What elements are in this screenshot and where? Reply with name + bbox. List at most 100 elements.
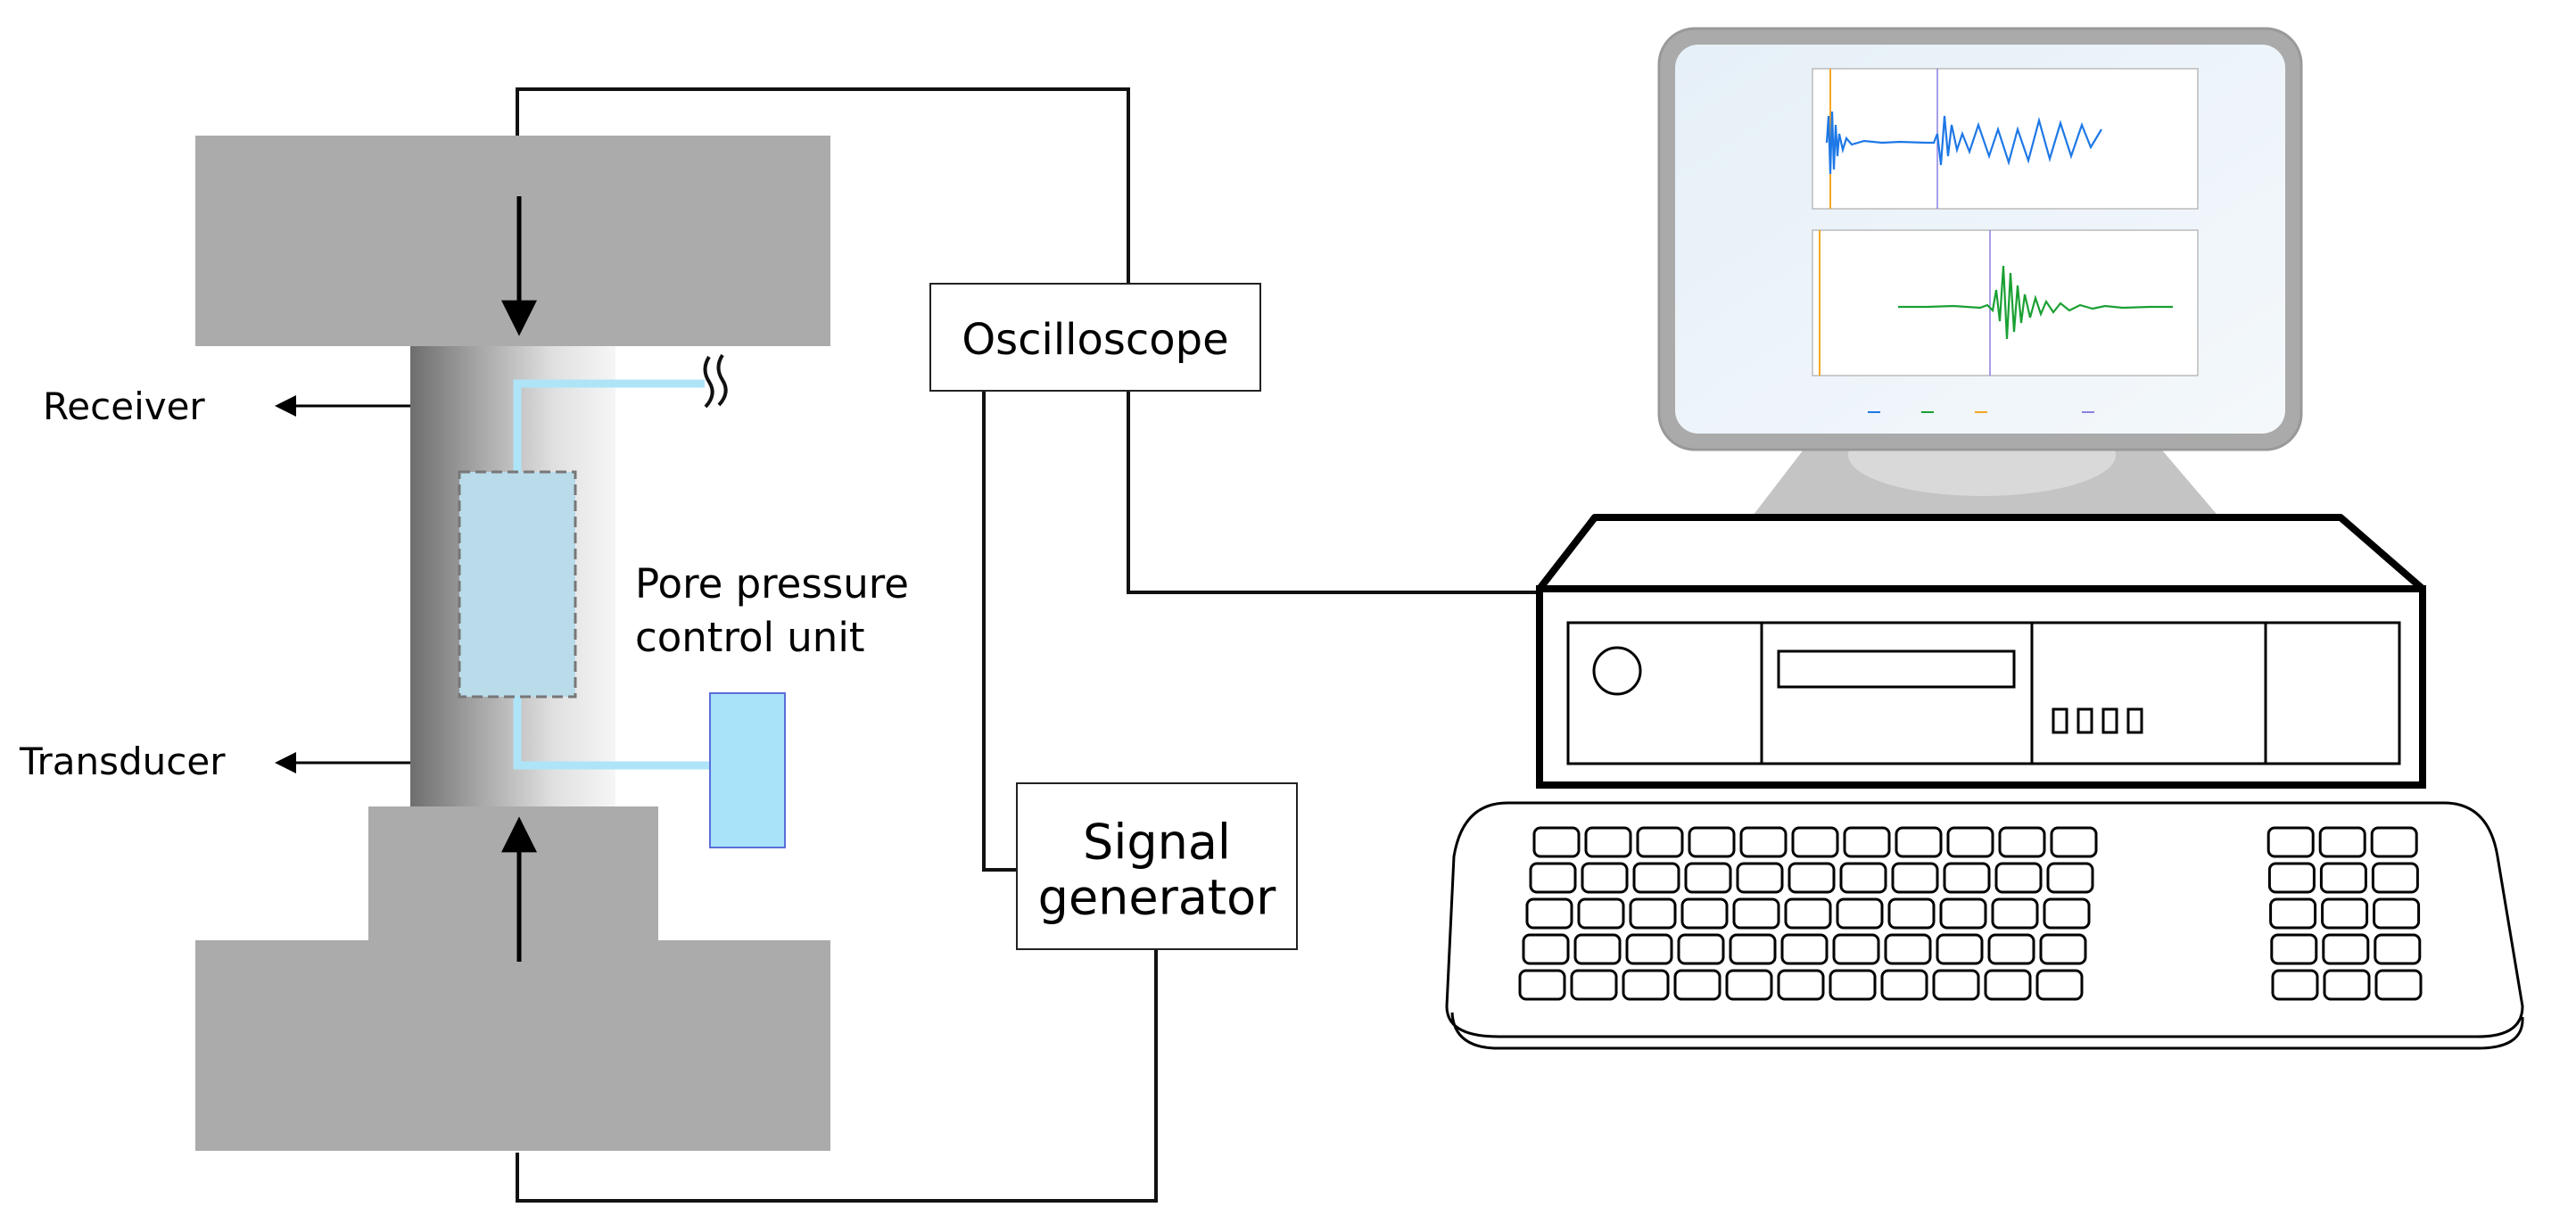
keyboard-key xyxy=(1998,826,2046,858)
keyboard-key xyxy=(1991,897,2039,930)
keyboard-key xyxy=(1529,862,1577,894)
keypad-key xyxy=(2371,862,2419,894)
screen-plot-bottom xyxy=(1812,229,2199,413)
keyboard-key xyxy=(1622,969,1670,1001)
keyboard-key xyxy=(1839,862,1887,894)
keyboard-key xyxy=(2039,933,2087,965)
break-mark-icon xyxy=(703,353,728,409)
top-platen xyxy=(195,136,830,346)
keypad-key xyxy=(2270,933,2318,965)
keyboard-key xyxy=(1632,862,1680,894)
screen-plot-top xyxy=(1812,68,2199,210)
keypad-key xyxy=(2322,933,2370,965)
keyboard-key xyxy=(1739,826,1788,858)
keyboard-key xyxy=(1784,897,1832,930)
keypad-key xyxy=(2370,826,2418,858)
keyboard-key xyxy=(1577,897,1625,930)
keypad-key xyxy=(2266,826,2315,858)
wire-oscilloscope-to-computer xyxy=(1127,391,1539,594)
signal-generator: Signal generator xyxy=(1016,782,1298,950)
oscilloscope-label: Oscilloscope xyxy=(962,315,1228,365)
pore-pressure-unit xyxy=(709,692,786,848)
pore-fluid-tube-top xyxy=(513,379,705,475)
keypad-key xyxy=(2267,862,2316,894)
keyboard-key xyxy=(1636,826,1684,858)
keyboard-key xyxy=(2050,826,2098,858)
keyboard-key xyxy=(1732,897,1780,930)
keyboard-key xyxy=(1932,969,1980,1001)
keyboard-key xyxy=(1736,862,1784,894)
keyboard-key xyxy=(1887,897,1936,930)
desktop-computer-icon xyxy=(1445,27,2524,1050)
keypad-key xyxy=(2374,969,2423,1001)
wire-oscilloscope-to-signal-generator xyxy=(982,391,1017,872)
keyboard-key xyxy=(1936,933,1984,965)
wire-receiver-to-oscilloscope xyxy=(516,87,1130,284)
keyboard-key xyxy=(1946,826,1994,858)
keypad-key xyxy=(2271,969,2319,1001)
keyboard-key xyxy=(1891,862,1939,894)
keypad-key xyxy=(2323,969,2371,1001)
keyboard-key xyxy=(1522,933,1570,965)
keyboard-key xyxy=(1777,969,1825,1001)
keyboard-key xyxy=(2046,862,2094,894)
keyboard-key xyxy=(2035,969,2084,1001)
keyboard-keys xyxy=(1518,826,2423,1001)
keyboard-key xyxy=(1725,969,1773,1001)
keyboard-key xyxy=(1573,933,1622,965)
bottom-platen-base xyxy=(195,940,830,1151)
keypad-key xyxy=(2374,933,2422,965)
keyboard-key xyxy=(1680,897,1729,930)
keyboard-key xyxy=(1625,933,1673,965)
computer-case-top xyxy=(1536,514,2426,592)
keyboard-key xyxy=(1673,969,1721,1001)
pore-pressure-label-line1: Pore pressure xyxy=(635,560,909,608)
keypad-key xyxy=(2321,897,2369,930)
oscilloscope: Oscilloscope xyxy=(929,283,1261,392)
pore-pressure-label-line2: control unit xyxy=(635,614,864,661)
keyboard-key xyxy=(1939,897,1987,930)
keypad-key xyxy=(2269,897,2317,930)
keyboard-key xyxy=(1987,933,2035,965)
keyboard-key xyxy=(1629,897,1677,930)
pore-fluid-tube-bottom xyxy=(513,696,710,770)
keyboard-key xyxy=(1780,933,1829,965)
signal-generator-box xyxy=(1016,782,1298,950)
wire-signal-generator-to-transducer xyxy=(516,949,1158,1203)
keyboard-key xyxy=(1880,969,1928,1001)
keypad-key xyxy=(2373,897,2421,930)
rock-sample xyxy=(458,470,577,699)
signal-wiring xyxy=(516,87,1539,1203)
keyboard-key xyxy=(1729,933,1777,965)
keyboard-key xyxy=(1836,897,1884,930)
keypad-key xyxy=(2319,862,2367,894)
power-button-icon xyxy=(1592,646,1642,696)
keyboard-key xyxy=(1688,826,1736,858)
waveform-green xyxy=(1898,265,2173,340)
keyboard-key xyxy=(1518,969,1566,1001)
keyboard-key xyxy=(1994,862,2043,894)
signal-generator-label-line2: generator xyxy=(1038,870,1276,926)
keyboard-key xyxy=(1984,969,2032,1001)
keyboard-key xyxy=(1788,862,1836,894)
keyboard-key xyxy=(1532,826,1581,858)
keyboard-key xyxy=(1677,933,1725,965)
keypad-key xyxy=(2318,826,2366,858)
keyboard-key xyxy=(2043,897,2091,930)
transducer-label: Transducer xyxy=(19,740,226,783)
front-indicator-lights xyxy=(2052,707,2143,734)
keyboard-key xyxy=(1884,933,1932,965)
signal-generator-label-line1: Signal xyxy=(1083,814,1231,871)
keyboard-key xyxy=(1943,862,1991,894)
plot-top-frame xyxy=(1812,68,2199,210)
keyboard-key xyxy=(1525,897,1573,930)
keyboard-key xyxy=(1570,969,1618,1001)
disk-drive-slot xyxy=(1777,649,2016,689)
keyboard-key xyxy=(1829,969,1877,1001)
bottom-platen-step xyxy=(368,806,658,942)
keyboard-key xyxy=(1791,826,1839,858)
computer-case-panel xyxy=(1566,621,2401,765)
keyboard-key xyxy=(1684,862,1732,894)
keyboard-key xyxy=(1895,826,1943,858)
